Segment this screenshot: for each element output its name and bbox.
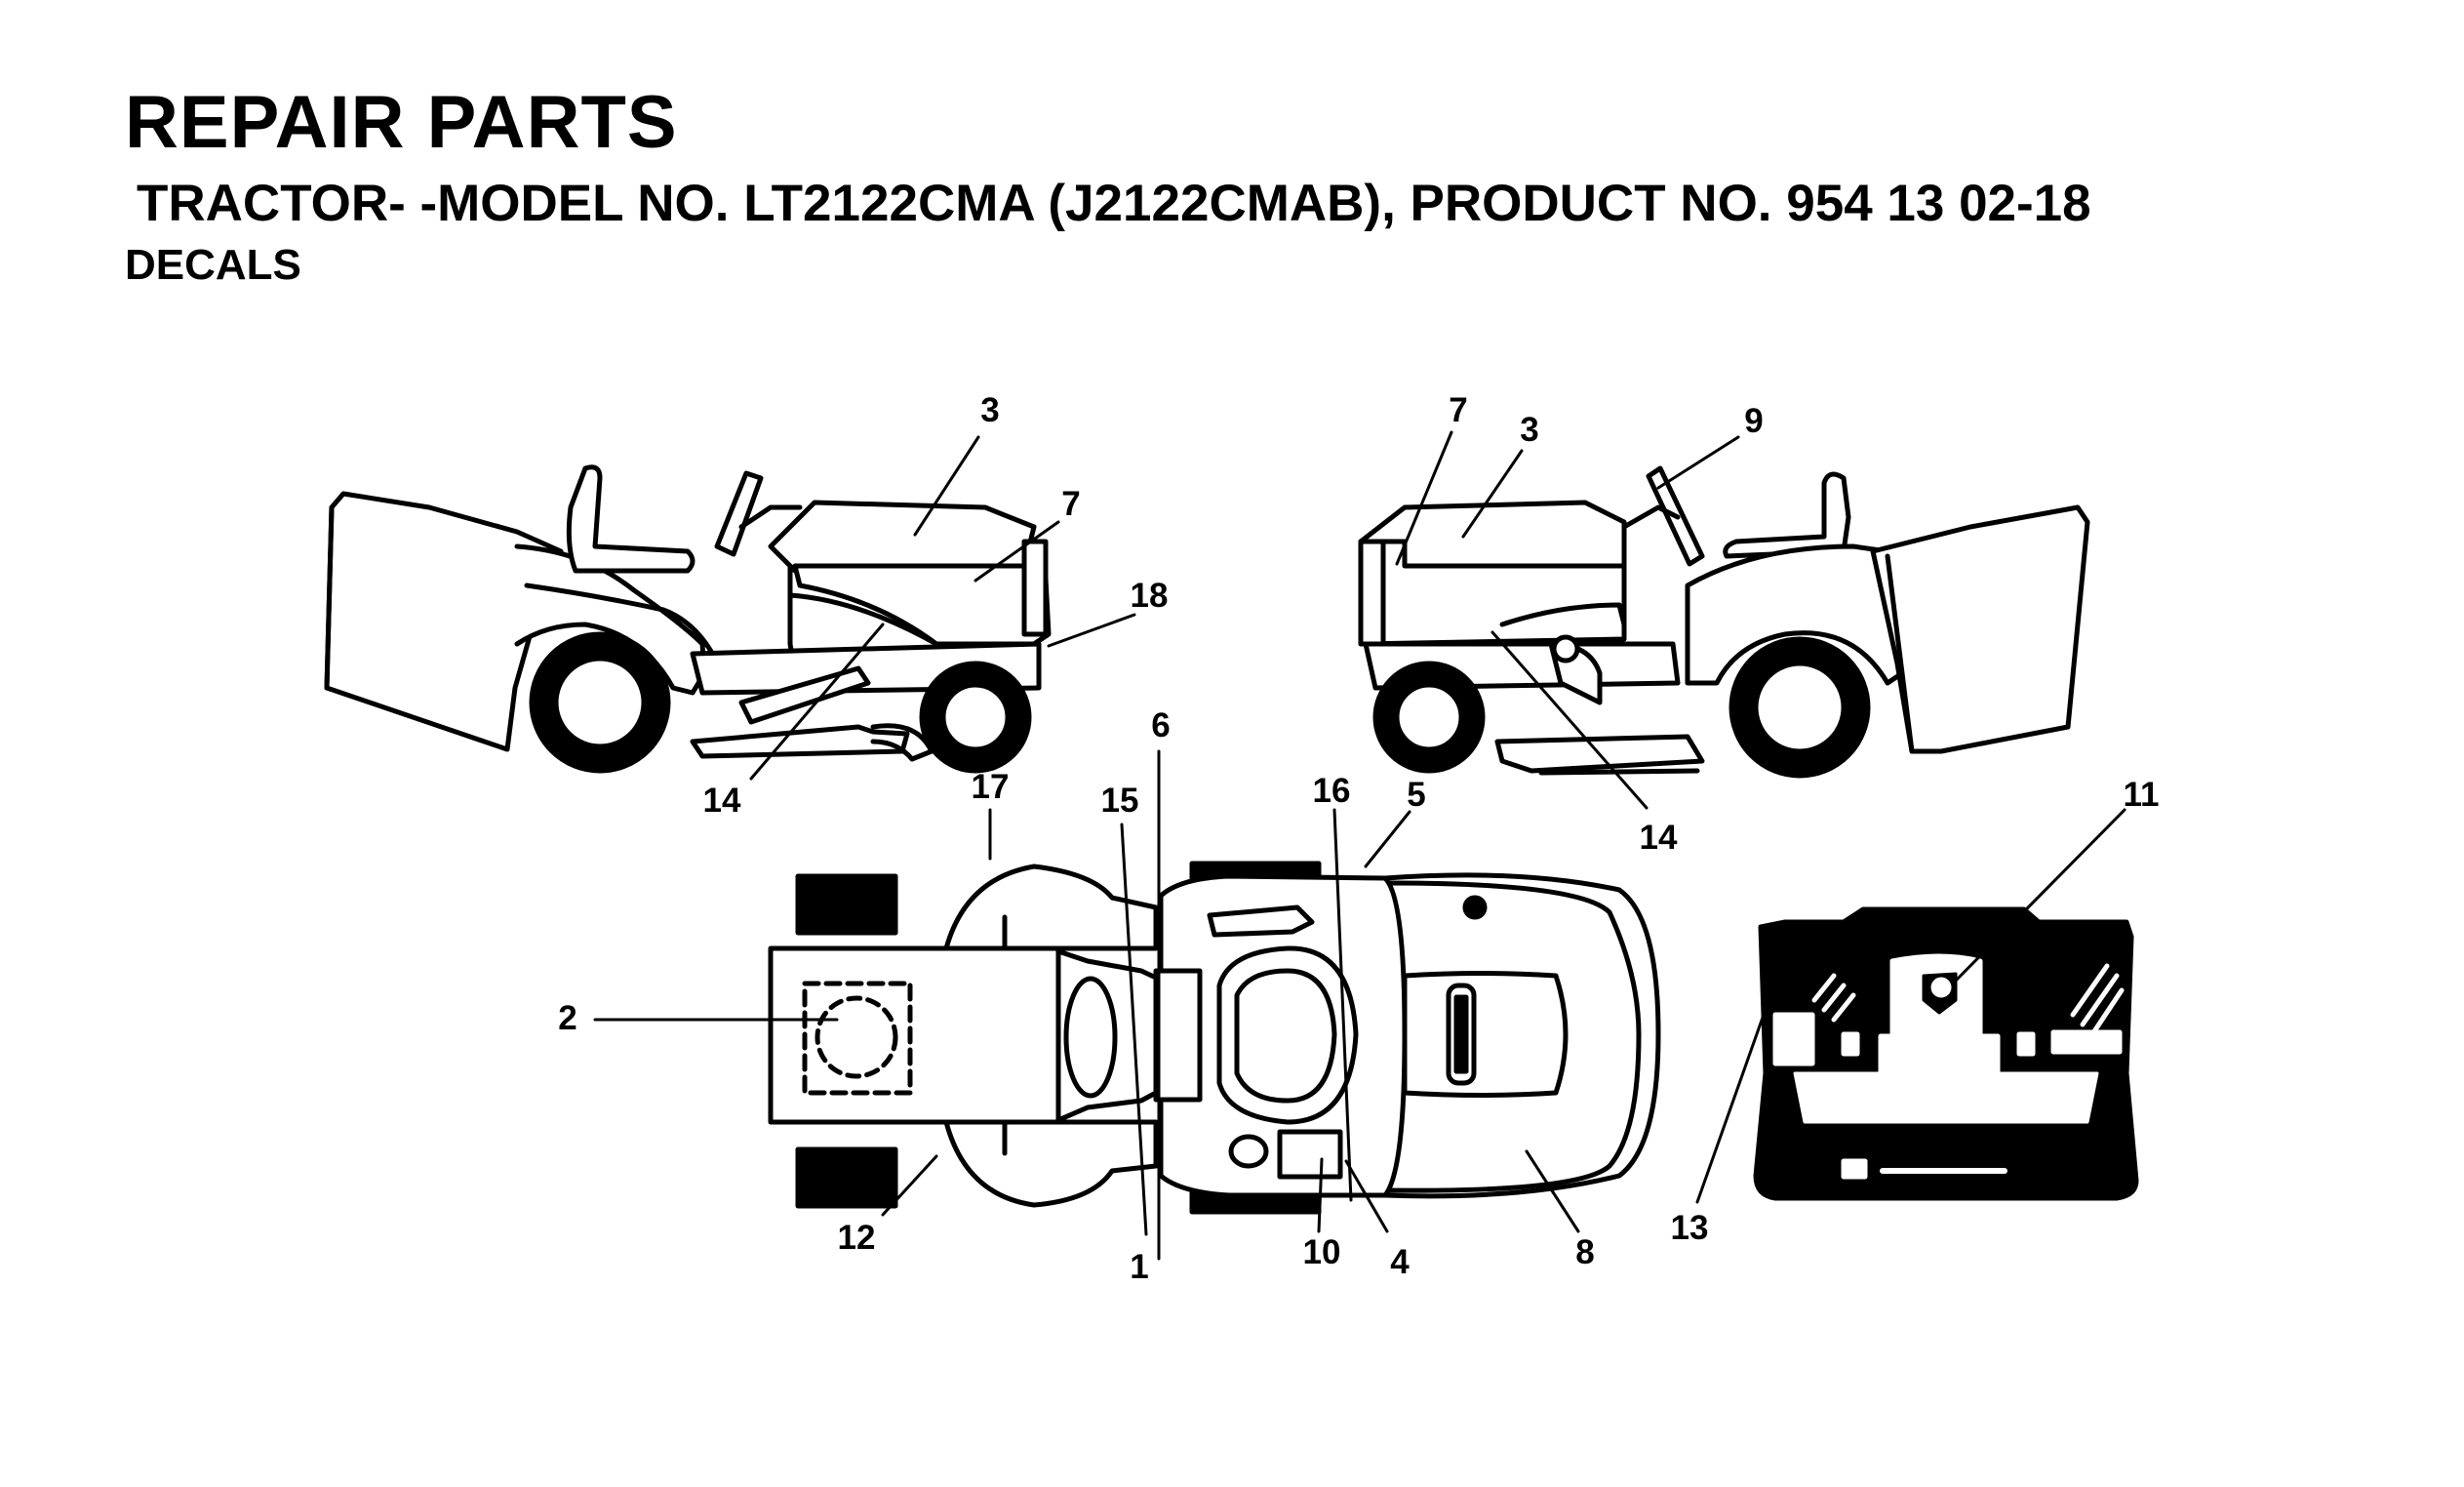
callout-5: 5 <box>1407 776 1425 814</box>
callout-1: 1 <box>1130 1248 1148 1286</box>
callout-17: 17 <box>972 768 1010 806</box>
leader-lines <box>593 430 2126 1261</box>
callout-3-left: 3 <box>980 391 999 429</box>
page-subtitle: TRACTOR- -MODEL NO. LT2122CMA (J2122CMAB… <box>137 175 2091 232</box>
page-title: REPAIR PARTS <box>125 81 678 164</box>
callout-11: 11 <box>2124 776 2160 814</box>
tractor-top-view <box>768 861 1661 1215</box>
tractor-right-side-view <box>1358 465 2090 779</box>
callout-7-right: 7 <box>1449 391 1467 429</box>
callout-2: 2 <box>558 999 576 1037</box>
dash-panel-view <box>1753 906 2139 1201</box>
callout-labels: 3 7 18 14 7 3 9 14 6 17 15 16 5 11 2 12 … <box>558 391 2159 1286</box>
callout-9: 9 <box>1744 402 1763 440</box>
callout-6: 6 <box>1151 706 1170 744</box>
callout-18: 18 <box>1131 577 1169 615</box>
section-title: DECALS <box>125 241 301 289</box>
callout-8: 8 <box>1575 1233 1594 1271</box>
callout-14-right: 14 <box>1640 819 1678 857</box>
callout-10: 10 <box>1303 1233 1341 1271</box>
callout-7-left: 7 <box>1061 485 1080 523</box>
callout-14-left: 14 <box>703 782 741 820</box>
callout-12: 12 <box>838 1219 876 1257</box>
callout-15: 15 <box>1101 782 1139 820</box>
tractor-left-side-view <box>324 464 1052 774</box>
callout-3-right: 3 <box>1520 411 1538 449</box>
callout-16: 16 <box>1313 772 1351 810</box>
callout-13: 13 <box>1671 1209 1709 1247</box>
callout-4: 4 <box>1390 1243 1410 1281</box>
